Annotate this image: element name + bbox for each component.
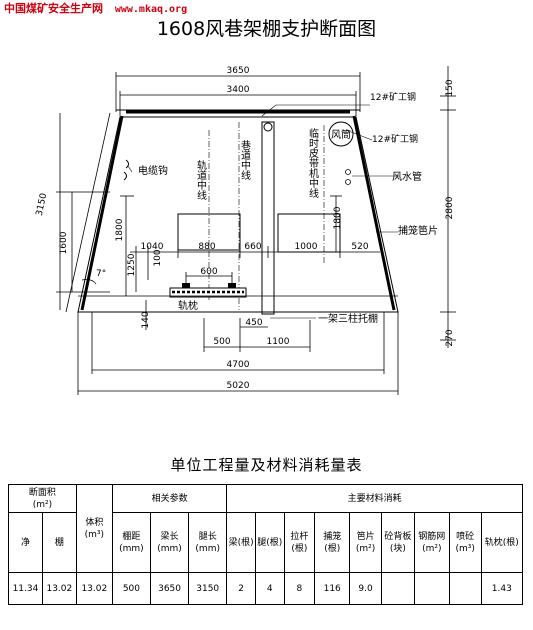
cell-m-leg: 4 bbox=[254, 572, 285, 605]
center-lines bbox=[208, 122, 325, 310]
cell-m-sleeper: 1.43 bbox=[480, 572, 524, 605]
dim-left-inner-1800: 1800 bbox=[115, 218, 125, 241]
hdr-volume: 体积(m³) bbox=[75, 484, 113, 573]
dim-right-chain bbox=[440, 66, 456, 348]
cell-m-mesh bbox=[413, 572, 450, 605]
dim-520: 520 bbox=[351, 242, 368, 252]
dim-4700: 4700 bbox=[227, 360, 250, 370]
label-water-pipe: 风水管 bbox=[392, 170, 422, 183]
hdr-leg-len: 腿长(mm) bbox=[188, 512, 228, 573]
label-roadway-center: 巷道中线 bbox=[239, 140, 251, 180]
label-bamboo-sheet: 捕笼笆片 bbox=[398, 224, 438, 237]
site-name: 中国煤矿安全生产网 bbox=[4, 2, 103, 15]
dim-140: 140 bbox=[141, 311, 151, 328]
dim-880: 880 bbox=[198, 242, 215, 252]
dim-500: 500 bbox=[213, 337, 230, 347]
cell-m-sheet: 9.0 bbox=[349, 572, 382, 605]
dim-lines-top bbox=[115, 72, 361, 116]
angle-arc bbox=[81, 279, 97, 285]
hdr-m-mesh: 钢筋网(m²) bbox=[413, 512, 450, 573]
dim-bottom bbox=[77, 312, 399, 395]
hdr-m-sleeper: 轨枕(根) bbox=[480, 512, 524, 573]
hdr-m-board: 砼背板(块) bbox=[380, 512, 415, 573]
label-air-duct: 风筒 bbox=[331, 128, 351, 141]
floor-lines bbox=[78, 295, 398, 330]
dim-1040: 1040 bbox=[141, 242, 164, 252]
dim-mid-row bbox=[130, 246, 380, 258]
hdr-related: 相关参数 bbox=[111, 484, 228, 513]
dim-1000: 1000 bbox=[295, 242, 318, 252]
label-steel-top: 12#矿工钢 bbox=[370, 91, 416, 103]
table-row: 11.34 13.02 13.02 500 3650 3150 2 4 8 11… bbox=[8, 572, 524, 605]
cross-section-drawing: 3650 3400 3150 1600 轨道中线 巷道中线 临时皮带机中线 风筒 bbox=[35, 66, 456, 395]
table-title: 单位工程量及材料消耗量表 bbox=[170, 456, 363, 474]
hdr-section-area: 断面积(m²) bbox=[8, 484, 77, 513]
cell-spacing: 500 bbox=[111, 572, 151, 605]
dim-1250: 1250 bbox=[127, 253, 137, 276]
hdr-net: 净 bbox=[8, 512, 43, 573]
materials-table: 断面积(m²) 体积(m³) 相关参数 主要材料消耗 净 棚 棚距(mm) 梁长… bbox=[8, 484, 524, 605]
air-duct-icon bbox=[328, 121, 354, 147]
dim-right-1800 bbox=[330, 195, 342, 252]
label-sleeper: 轨枕 bbox=[178, 299, 198, 312]
hdr-gross: 棚 bbox=[41, 512, 77, 573]
dim-right-inner-1800: 1800 bbox=[333, 206, 343, 229]
dim-left bbox=[56, 112, 111, 313]
cell-net: 11.34 bbox=[8, 572, 43, 605]
label-frame-support: 一架三柱托棚 bbox=[318, 312, 378, 325]
leader-lines bbox=[127, 104, 400, 319]
cell-leg-len: 3150 bbox=[188, 572, 228, 605]
hdr-m-beam: 梁(根) bbox=[226, 512, 256, 573]
hdr-m-leg: 腿(根) bbox=[254, 512, 285, 573]
cell-m-bamboo: 116 bbox=[314, 572, 351, 605]
dim-660: 660 bbox=[244, 242, 261, 252]
hdr-materials: 主要材料消耗 bbox=[226, 484, 523, 513]
site-watermark: 中国煤矿安全生产网 www.mkaq.org bbox=[4, 0, 187, 16]
dim-100: 100 bbox=[153, 249, 163, 266]
dim-side-length: 3150 bbox=[35, 192, 50, 217]
drawing-title: 1608风巷架棚支护断面图 bbox=[156, 18, 377, 40]
water-pipe-icon bbox=[345, 169, 351, 185]
cell-m-board bbox=[380, 572, 415, 605]
cell-gross: 13.02 bbox=[41, 572, 77, 605]
cell-m-rod: 8 bbox=[283, 572, 316, 605]
dim-right-150: 150 bbox=[445, 79, 455, 96]
dim-right-2800: 2800 bbox=[445, 196, 455, 219]
dim-angle: 7° bbox=[96, 269, 106, 279]
cell-m-spray bbox=[448, 572, 482, 605]
dim-inner-top: 3400 bbox=[227, 85, 250, 95]
dim-top-width: 3650 bbox=[227, 66, 250, 76]
dim-500-1100-line bbox=[203, 318, 311, 352]
hdr-m-spray: 喷砼(m³) bbox=[448, 512, 482, 573]
dim-right-270: 270 bbox=[445, 329, 455, 346]
cable-hook-icon bbox=[123, 159, 129, 181]
site-url: www.mkaq.org bbox=[114, 4, 188, 15]
label-cable-hook: 电缆钩 bbox=[138, 164, 168, 177]
label-track-center: 轨道中线 bbox=[195, 159, 207, 200]
dim-left-height: 1600 bbox=[59, 231, 69, 254]
hdr-beam-len: 梁长(mm) bbox=[149, 512, 190, 573]
hdr-m-sheet: 笆片(m²) bbox=[349, 512, 382, 573]
hdr-m-bamboo: 捕笼(根) bbox=[314, 512, 351, 573]
label-steel-beam: 12#矿工钢 bbox=[372, 133, 418, 145]
hdr-m-rod: 拉杆(根) bbox=[283, 512, 316, 573]
dim-450: 450 bbox=[245, 318, 262, 328]
cell-m-beam: 2 bbox=[226, 572, 256, 605]
label-belt-center: 临时皮带机中线 bbox=[307, 127, 319, 198]
dim-600: 600 bbox=[200, 267, 217, 277]
middle-post bbox=[261, 121, 275, 315]
cell-beam-len: 3650 bbox=[149, 572, 190, 605]
dim-1100: 1100 bbox=[267, 337, 290, 347]
cell-volume: 13.02 bbox=[75, 572, 113, 605]
dim-5020: 5020 bbox=[227, 381, 250, 391]
hdr-spacing: 棚距(mm) bbox=[111, 512, 151, 573]
rail-sleeper bbox=[169, 283, 247, 298]
